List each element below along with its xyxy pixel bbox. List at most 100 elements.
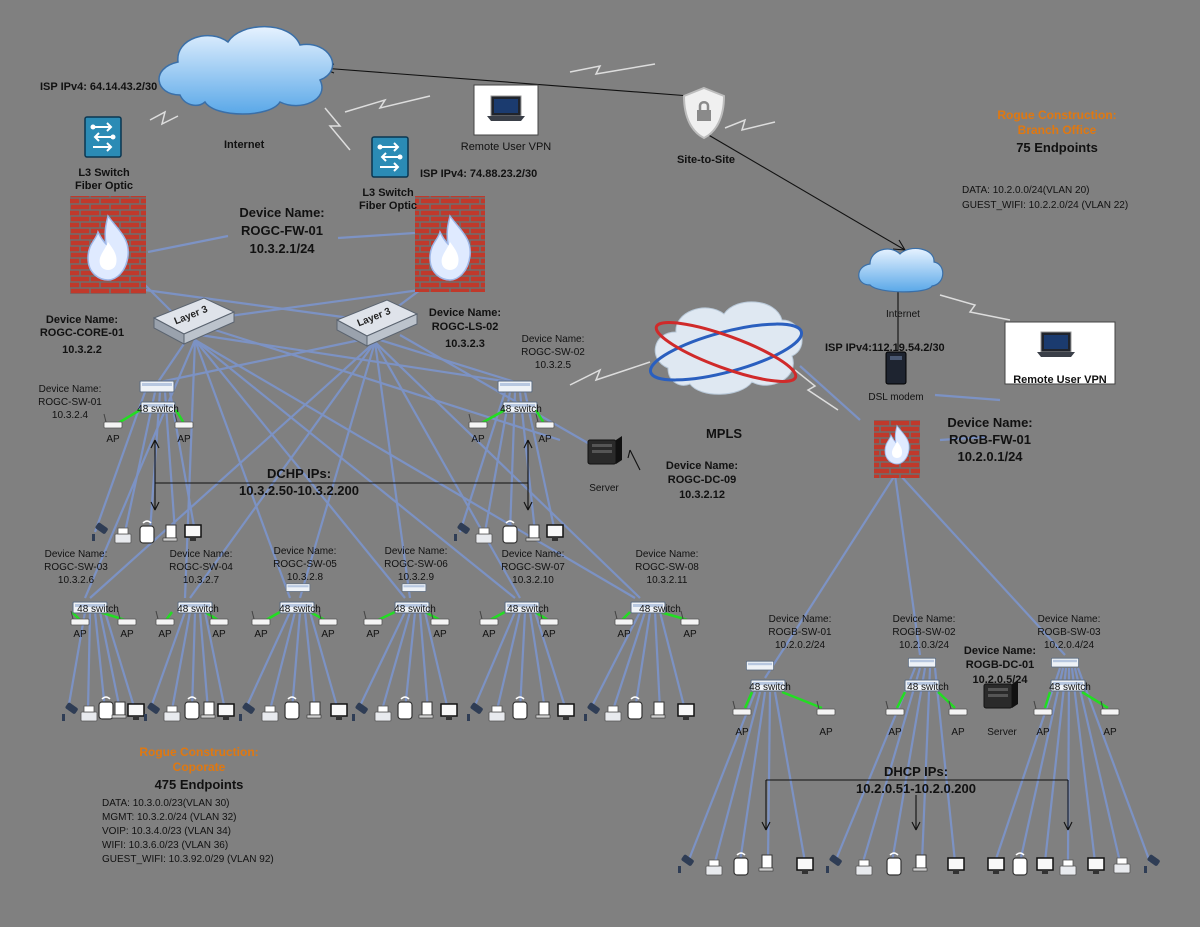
mpls-label: MPLS: [706, 426, 742, 441]
branch-fw-title: Device Name:: [947, 415, 1032, 430]
diagram-node: [261, 705, 279, 722]
corp-switches-7-ip: 10.3.2.11: [647, 575, 688, 586]
printer-icon: [114, 527, 132, 544]
corp-switches-4-name: ROGC-SW-05: [273, 559, 337, 570]
layer3-switch-ls: Layer 3: [336, 299, 418, 347]
diagram-node: [948, 700, 968, 716]
corp-ap-label: AP: [212, 629, 226, 640]
corp-switches-6-name: ROGC-SW-07: [501, 562, 565, 573]
diagram-node: [584, 701, 601, 721]
diagram-node: [796, 857, 814, 875]
diagram-node: [217, 703, 235, 721]
corp-ap-label: AP: [617, 629, 631, 640]
corp-switches-7-name: ROGC-SW-08: [635, 562, 699, 573]
server-icon: [587, 435, 623, 465]
branch-dc-ip: 10.2.0.5/24: [972, 674, 1028, 686]
branch-dc-title: Device Name:: [964, 645, 1036, 657]
fw-name: ROGC-FW-01: [241, 223, 323, 238]
branch-switches-2-title: Device Name:: [1038, 614, 1101, 625]
diagram-node: [650, 701, 666, 719]
diagram-node: [746, 660, 774, 671]
diagram-node: [111, 701, 127, 719]
corp-summary-vlans-1: MGMT: 10.3.2.0/24 (VLAN 32): [102, 812, 237, 823]
corp-switches-3-title: Device Name:: [170, 549, 233, 560]
diagram-node: [987, 857, 1005, 875]
dsl-modem-label: DSL modem: [868, 392, 923, 403]
branch-switches-0-title: Device Name:: [769, 614, 832, 625]
corp-summary-vlans-2: VOIP: 10.3.4.0/23 (VLAN 34): [102, 826, 231, 837]
corp-switch-label: 48 switch: [279, 604, 321, 615]
diagram-node: [127, 703, 145, 721]
branch-ap-label: AP: [951, 727, 965, 738]
corp-ap-label: AP: [254, 629, 268, 640]
branch-switches-2-name: ROGB-SW-03: [1037, 627, 1101, 638]
branch-site: Branch Office: [1018, 123, 1097, 137]
corp-ap-label: AP: [177, 434, 191, 445]
fw-title: Device Name:: [239, 205, 324, 220]
corp-ap-label: AP: [471, 434, 485, 445]
laptop-icon: [486, 95, 526, 122]
corp-switches-5-name: ROGC-SW-06: [384, 559, 448, 570]
corp-switches-1-title: Device Name:: [522, 334, 585, 345]
phone-icon: [139, 520, 155, 544]
corp-ap-label: AP: [106, 434, 120, 445]
corp-switches-2-ip: 10.3.2.6: [58, 575, 95, 586]
corp-switches-3-name: ROGC-SW-04: [169, 562, 233, 573]
diagram-node: [826, 853, 843, 873]
wan-lines: [149, 63, 1073, 831]
diagram-node: [1012, 852, 1028, 876]
switch-rogc-sw-01: [139, 380, 175, 393]
remote-vpn-label: Remote User VPN: [461, 141, 552, 153]
diagram-node: [1059, 859, 1077, 876]
corp-switches-2-name: ROGC-SW-03: [44, 562, 108, 573]
bottom-endpoints: [62, 696, 695, 722]
core-title: Device Name:: [46, 314, 118, 326]
core-ip: 10.3.2.2: [62, 344, 102, 356]
corp-switches-6-ip: 10.3.2.10: [512, 575, 554, 586]
corp-switch-label: 48 switch: [177, 604, 219, 615]
l3-switch-label: L3 Switch: [362, 187, 414, 199]
branch-switches-1-ip: 10.2.0.3/24: [899, 640, 949, 651]
diagram-node: [557, 703, 575, 721]
corp-switches-0-name: ROGC-SW-01: [38, 397, 102, 408]
diagram-node: [80, 705, 98, 722]
isp-b-label: ISP IPv4: 74.88.23.2/30: [420, 168, 537, 180]
fiber-optic-label: Fiber Optic: [359, 200, 417, 212]
site-to-site-vpn-icon: [682, 86, 726, 140]
branch-summary-vlans-0: DATA: 10.2.0.0/24(VLAN 20): [962, 185, 1089, 196]
corp-switches-6-title: Device Name:: [502, 549, 565, 560]
corp-site: Coporate: [173, 760, 226, 774]
diagram-node: [604, 705, 622, 722]
corp-switch-label: 48 switch: [394, 604, 436, 615]
branch-internet-cloud: [858, 247, 944, 293]
diagram-node: [144, 701, 161, 721]
corp-switch-label: 48 switch: [639, 604, 681, 615]
diagram-node: [678, 853, 695, 873]
corp-ap-label: AP: [482, 629, 496, 640]
diagram-node: [440, 703, 458, 721]
branch-internet-label: Internet: [886, 309, 920, 320]
l3-switch-icon: [371, 136, 409, 178]
fw-ip: 10.3.2.1/24: [249, 241, 315, 256]
branch-switch-label: 48 switch: [1049, 682, 1091, 693]
switch-small-icon: [401, 583, 427, 592]
firewall-icon: [70, 196, 146, 294]
site-to-site-label: Site-to-Site: [677, 154, 735, 166]
diagram-node: [677, 703, 695, 721]
server-label: Server: [589, 483, 619, 494]
branch-switches-1-name: ROGB-SW-02: [892, 627, 956, 638]
diagram-node: [758, 854, 774, 872]
branch-switches-1-title: Device Name:: [893, 614, 956, 625]
dc-name: ROGC-DC-09: [668, 474, 736, 486]
branch-fw-ip: 10.2.0.1/24: [957, 449, 1023, 464]
diagram-node: [330, 703, 348, 721]
corp-switches-4-title: Device Name:: [274, 546, 337, 557]
diagram-node: [200, 701, 216, 719]
diagram-node: [908, 657, 936, 668]
branch-summary-vlans-1: GUEST_WIFI: 10.2.2.0/24 (VLAN 22): [962, 200, 1128, 211]
pc-icon: [525, 524, 541, 542]
corp-endpoints: 475 Endpoints: [155, 777, 244, 792]
switch-small-icon: [285, 583, 311, 592]
